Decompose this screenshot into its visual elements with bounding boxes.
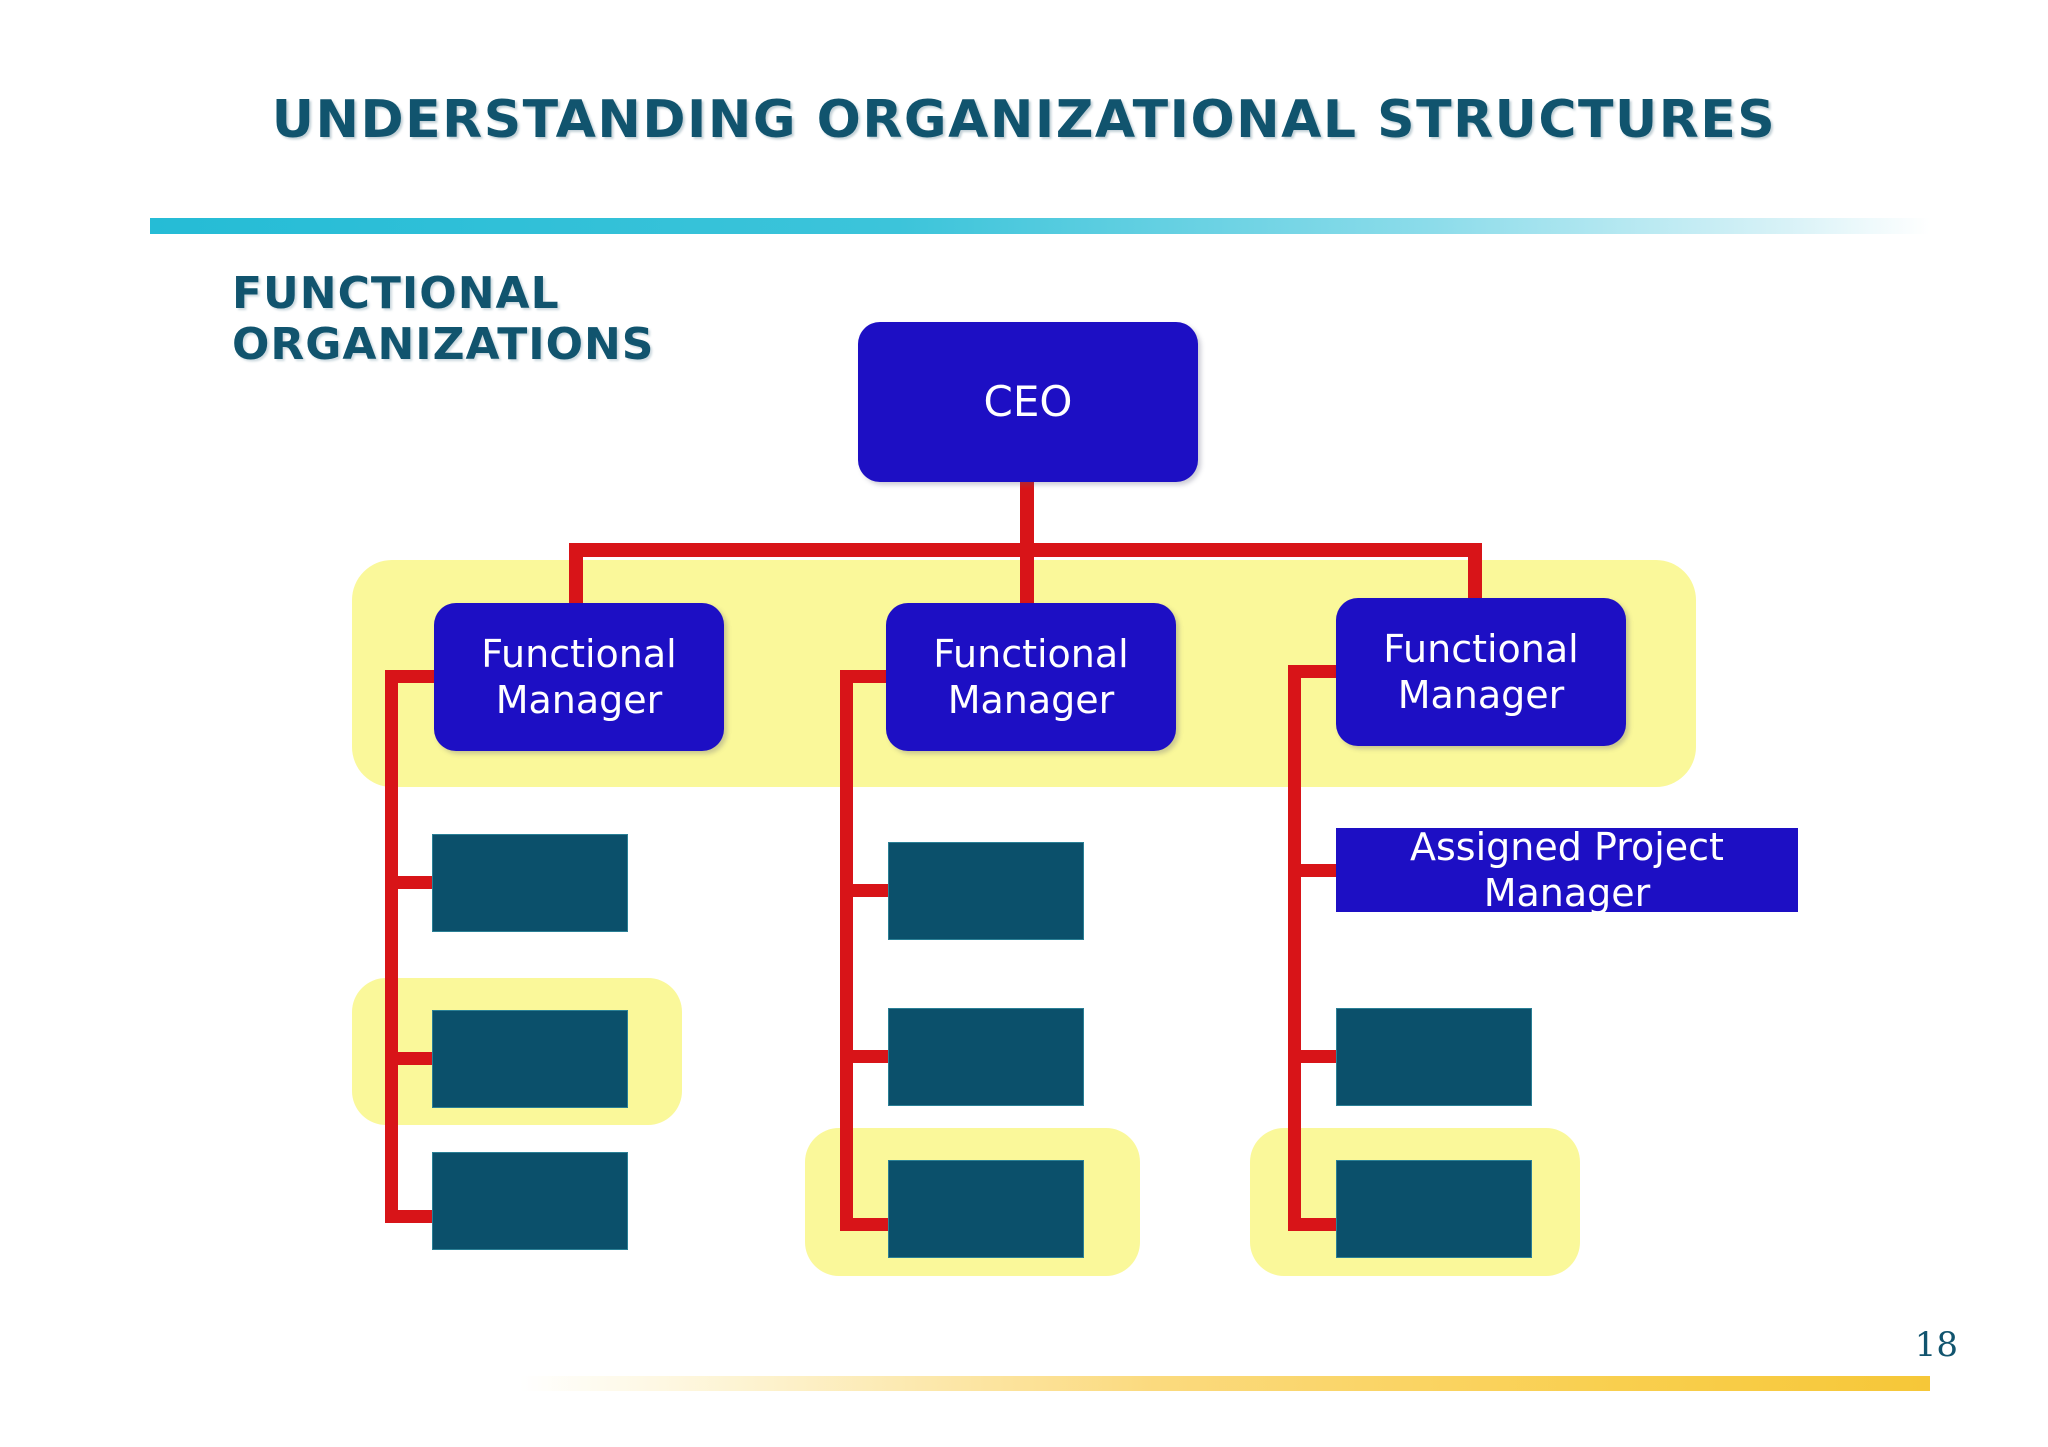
node-col1-staff-2[interactable] [432,1010,628,1108]
section-heading-line-1: FUNCTIONAL [232,268,560,319]
node-apm-label-line1: Assigned Project [1410,824,1724,869]
node-col2-staff-1[interactable] [888,842,1084,940]
connector-col2-branch-2 [840,1050,896,1063]
connector-col1-branch-2 [385,1052,441,1065]
node-apm-label-line2: Manager [1483,871,1651,915]
node-functional-manager-2[interactable]: Functional Manager [886,603,1176,751]
connector-col1-top-stub [385,670,445,683]
node-col2-staff-2[interactable] [888,1008,1084,1106]
node-col1-staff-3[interactable] [432,1152,628,1250]
node-col3-staff-2[interactable] [1336,1160,1532,1258]
page-title: UNDERSTANDING ORGANIZATIONAL STRUCTURES [271,90,1777,150]
node-ceo[interactable]: CEO [858,322,1198,482]
title-divider-bar [150,218,1930,234]
node-fm1-label-line2: Manager [495,678,663,722]
connector-col2-spine [840,670,853,1231]
connector-drop-fm2 [1020,543,1034,605]
connector-col1-branch-3 [385,1210,441,1223]
node-fm1-label-line1: Functional [481,631,677,676]
node-ceo-label: CEO [983,377,1073,427]
connector-col3-top-stub [1288,665,1346,678]
connector-col2-top-stub [840,670,898,683]
node-fm2-label-line1: Functional [933,631,1129,676]
connector-col3-branch-2 [1288,1218,1344,1231]
section-heading: FUNCTIONAL ORGANIZATIONS [232,268,655,370]
node-fm3-label-line2: Manager [1397,673,1565,717]
connector-drop-fm3 [1468,543,1482,601]
node-col1-staff-1[interactable] [432,834,628,932]
connector-drop-fm1 [569,543,583,605]
node-assigned-project-manager[interactable]: Assigned Project Manager [1336,825,1798,915]
section-heading-line-2: ORGANIZATIONS [232,319,655,371]
footer-accent-bar [520,1376,1930,1391]
connector-col1-spine [385,670,398,1223]
page-number: 18 [1914,1325,1958,1365]
node-col2-staff-3[interactable] [888,1160,1084,1258]
connector-col2-branch-1 [840,884,896,897]
connector-ceo-drop [1020,482,1034,546]
node-fm3-label-line1: Functional [1383,626,1579,671]
connector-col3-branch-1 [1288,1050,1344,1063]
connector-col1-branch-1 [385,876,441,889]
connector-col3-spine [1288,665,1301,1231]
node-fm2-label-line2: Manager [947,678,1115,722]
node-functional-manager-1[interactable]: Functional Manager [434,603,724,751]
connector-col2-branch-3 [840,1218,896,1231]
node-functional-manager-3[interactable]: Functional Manager [1336,598,1626,746]
node-col3-staff-1[interactable] [1336,1008,1532,1106]
connector-col3-branch-apm [1288,864,1344,877]
